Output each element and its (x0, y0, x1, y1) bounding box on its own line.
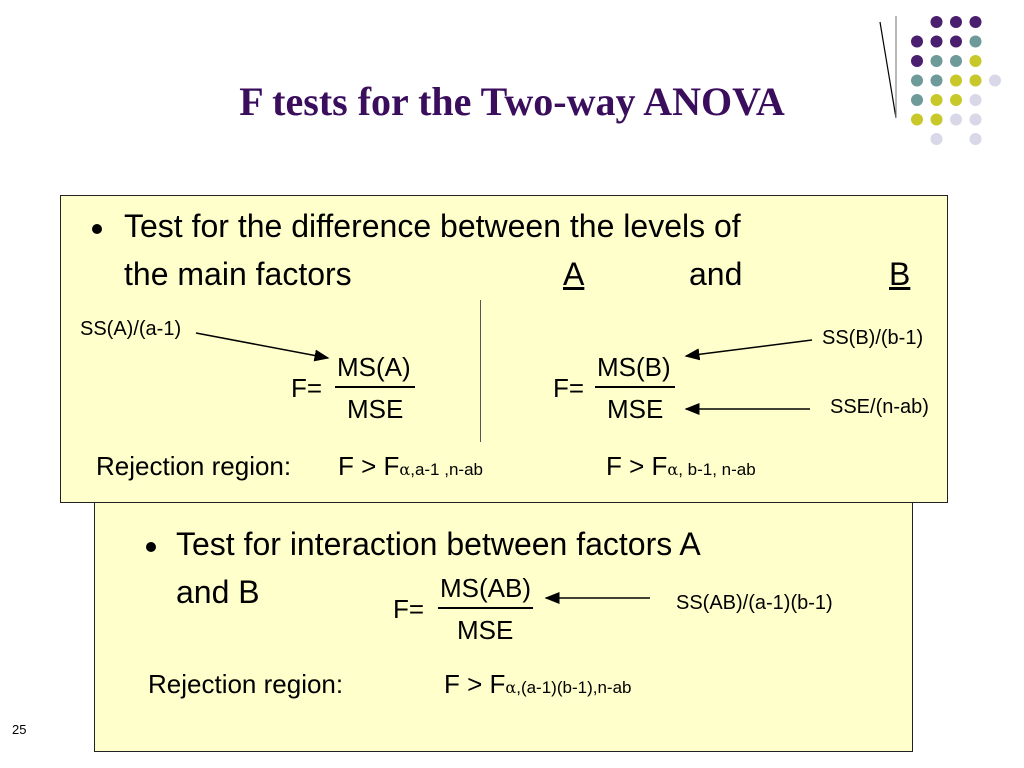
decorative-dot (930, 94, 943, 106)
fraction-bar (438, 607, 533, 609)
decorative-dot (950, 74, 962, 87)
rejection-a-text: F > F (338, 451, 400, 481)
decorative-dot (969, 133, 982, 145)
decorative-dot (989, 74, 1001, 87)
arrow-ss-b-to-ms-b (684, 339, 813, 361)
slide-title: F tests for the Two-way ANOVA (239, 79, 785, 124)
decorative-dot (930, 113, 943, 126)
f-a-denominator: MSE (347, 394, 404, 424)
decorative-dot (911, 113, 923, 126)
decorative-dot (930, 133, 943, 145)
decorative-dot (950, 35, 962, 48)
decorative-dot (911, 35, 923, 48)
ss-ab-label: SS(AB)/(a-1)(b-1) (676, 592, 833, 614)
arrow-ss-a-to-ms-a (195, 332, 330, 362)
decorative-dot (969, 74, 982, 87)
interaction-box (94, 500, 913, 752)
rejection-region-b: F > Fα, b-1, n-ab (606, 451, 756, 482)
ss-b-label: SS(B)/(b-1) (822, 327, 924, 349)
alpha-symbol: α (667, 460, 679, 479)
rejection-region-a: F > Fα,a-1 ,n-ab (338, 451, 483, 482)
bullet-text-interaction-line1: Test for interaction between factors A (176, 526, 701, 562)
decorative-dot (969, 35, 982, 48)
rejection-ab-subscript: ,(a-1)(b-1),n-ab (516, 678, 632, 697)
f-a-prefix: F= (291, 373, 323, 403)
rejection-region-label: Rejection region: (148, 669, 344, 699)
bullet-text-main-line2: the main factors (124, 256, 352, 292)
rejection-a-subscript: ,a-1 ,n-ab (410, 460, 483, 479)
bullet-text-main-line1: Test for the difference between the leve… (124, 208, 741, 244)
f-b-prefix: F= (553, 373, 585, 403)
decorative-dot (969, 55, 982, 67)
decorative-dot (969, 113, 982, 126)
f-a-numerator: MS(A) (337, 352, 411, 382)
main-factors-box (60, 195, 948, 503)
sse-label: SSE/(n-ab) (830, 396, 929, 418)
decorative-dot (911, 55, 923, 67)
ss-a-label: SS(A)/(a-1) (80, 318, 182, 340)
rejection-region-label: Rejection region: (96, 451, 292, 481)
fraction-bar (595, 386, 675, 388)
rejection-ab-text: F > F (444, 669, 506, 699)
decorative-dot (950, 55, 962, 67)
decorative-dot (930, 74, 943, 87)
rejection-b-text: F > F (606, 451, 668, 481)
decorative-dot (969, 94, 982, 106)
vertical-divider (480, 300, 481, 442)
f-ab-numerator: MS(AB) (440, 573, 531, 603)
f-ab-denominator: MSE (457, 615, 514, 645)
decorative-dot (930, 16, 943, 28)
decorative-dot (950, 16, 962, 28)
alpha-symbol: α (505, 678, 517, 697)
rejection-region-ab: F > Fα,(a-1)(b-1),n-ab (444, 669, 631, 700)
alpha-symbol: α (399, 460, 411, 479)
fraction-bar (335, 386, 415, 388)
slide-number: 25 (12, 722, 27, 737)
bullet-marker (92, 224, 102, 234)
decorative-dot (950, 113, 962, 126)
bullet-text-interaction-line2: and B (176, 574, 260, 610)
bullet-marker (146, 542, 156, 552)
rejection-b-subscript: , b-1, n-ab (678, 460, 756, 479)
factor-a-label: A (563, 256, 585, 292)
and-word: and (689, 256, 743, 292)
decorative-dot (969, 16, 982, 28)
decorative-dot (911, 94, 923, 106)
decorative-dot (950, 94, 962, 106)
f-b-numerator: MS(B) (597, 352, 671, 382)
decor-line (879, 21, 897, 119)
factor-b-label: B (889, 256, 911, 292)
f-b-denominator: MSE (607, 394, 664, 424)
decorative-dot (930, 55, 943, 67)
f-ab-prefix: F= (393, 594, 425, 624)
decorative-dot (930, 35, 943, 48)
decorative-dot (911, 74, 923, 87)
